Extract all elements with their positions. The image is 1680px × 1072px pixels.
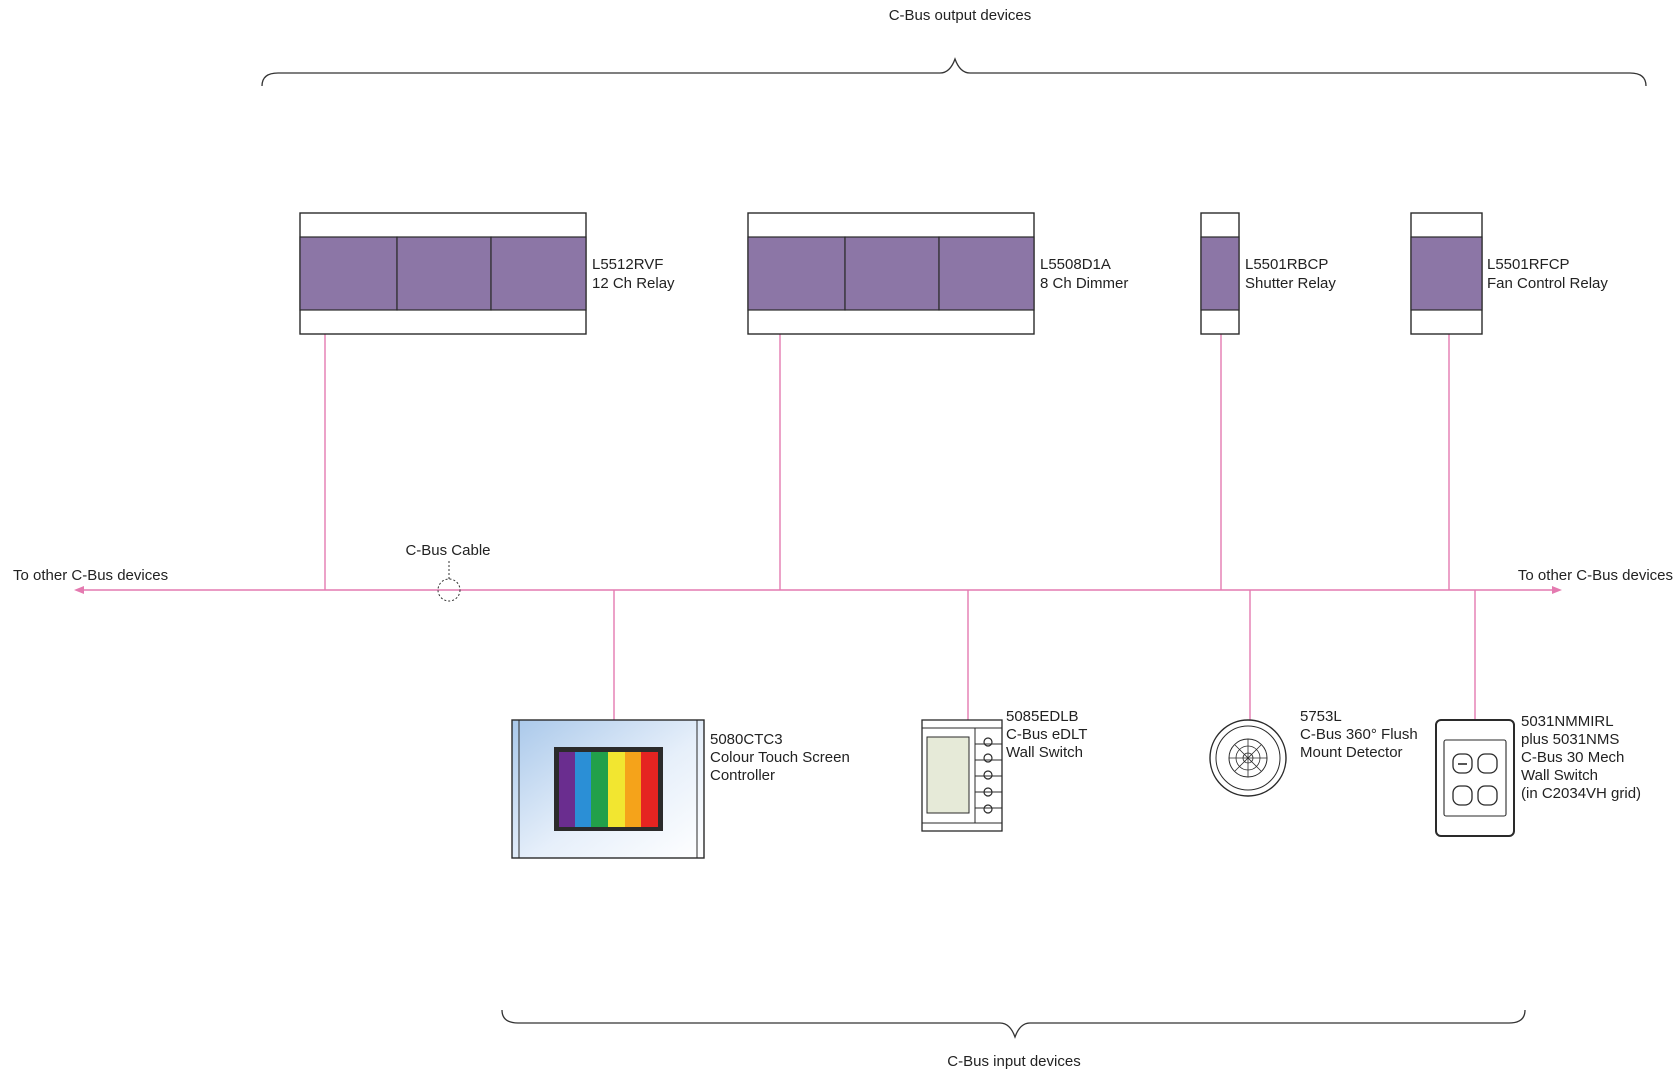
device-code: 5080CTC3 — [710, 731, 783, 748]
device-code: L5501RFCP — [1487, 256, 1570, 273]
device-code: 5085EDLB — [1006, 708, 1079, 725]
device-name: 8 Ch Dimmer — [1040, 275, 1128, 292]
svg-text:L5508D1A: L5508D1A — [1040, 256, 1111, 273]
relay-module — [938, 236, 1035, 311]
input-device-5753l: 5753L C-Bus 360° Flush Mount Detector — [1209, 708, 1418, 797]
cable-marker: C-Bus Cable — [405, 542, 491, 602]
device-code: L5512RVF — [592, 256, 663, 273]
svg-text:12 Ch Relay: 12 Ch Relay — [592, 275, 675, 292]
svg-text:Controller: Controller — [710, 767, 775, 784]
device-name: Shutter Relay — [1245, 275, 1336, 292]
relay-module — [1410, 236, 1483, 311]
svg-text:(in C2034VH grid): (in C2034VH grid) — [1521, 785, 1641, 802]
mech-wall-switch-icon — [1435, 719, 1515, 837]
left-arrow-icon — [74, 586, 84, 594]
output-device-l5501rbcp: L5501RBCP Shutter Relay — [1200, 212, 1336, 335]
relay-module — [490, 236, 587, 311]
device-code: 5031NMMIRL — [1521, 713, 1614, 730]
device-desc-line: (in C2034VH grid) — [1521, 785, 1641, 802]
svg-text:5085EDLB: 5085EDLB — [1006, 708, 1079, 725]
outputs-brace: C-Bus output devices — [261, 7, 1647, 87]
svg-text:Wall Switch: Wall Switch — [1521, 767, 1598, 784]
input-device-5031nmmirl: 5031NMMIRL plus 5031NMS C-Bus 30 Mech Wa… — [1435, 713, 1641, 837]
bus-left-label: To other C-Bus devices — [13, 567, 168, 584]
device-desc-line: C-Bus eDLT — [1006, 726, 1087, 743]
screen-bar — [608, 752, 625, 827]
svg-text:C-Bus 30 Mech: C-Bus 30 Mech — [1521, 749, 1624, 766]
inputs-brace: C-Bus input devices — [501, 1009, 1526, 1070]
relay-module — [747, 236, 846, 311]
input-device-5085edlb: 5085EDLB C-Bus eDLT Wall Switch — [921, 708, 1087, 832]
svg-text:plus 5031NMS: plus 5031NMS — [1521, 731, 1619, 748]
svg-text:C-Bus 360° Flush: C-Bus 360° Flush — [1300, 726, 1418, 743]
outputs-brace-label: C-Bus output devices — [889, 7, 1032, 24]
device-desc-line: C-Bus 360° Flush — [1300, 726, 1418, 743]
svg-text:Fan Control Relay: Fan Control Relay — [1487, 275, 1608, 292]
svg-text:Mount Detector: Mount Detector — [1300, 744, 1403, 761]
device-desc-line: Mount Detector — [1300, 744, 1403, 761]
output-device-l5501rfcp: L5501RFCP Fan Control Relay — [1410, 212, 1608, 335]
svg-text:L5512RVF: L5512RVF — [592, 256, 663, 273]
svg-text:5753L: 5753L — [1300, 708, 1342, 725]
screen-bar — [625, 752, 641, 827]
device-desc-line: Wall Switch — [1521, 767, 1598, 784]
edlt-switch-icon — [921, 719, 1003, 832]
svg-text:Colour Touch Screen: Colour Touch Screen — [710, 749, 850, 766]
input-device-5080ctc3: 5080CTC3 Colour Touch Screen Controller — [511, 719, 850, 859]
screen-bar — [559, 752, 575, 827]
svg-text:Wall Switch: Wall Switch — [1006, 744, 1083, 761]
bus-right-label: To other C-Bus devices — [1518, 567, 1673, 584]
device-desc-line: Wall Switch — [1006, 744, 1083, 761]
relay-module — [299, 236, 398, 311]
relay-module — [396, 236, 492, 311]
device-desc-line: Controller — [710, 767, 775, 784]
device-name: Fan Control Relay — [1487, 275, 1608, 292]
svg-text:C-Bus eDLT: C-Bus eDLT — [1006, 726, 1087, 743]
right-arrow-icon — [1552, 586, 1562, 594]
motion-detector-icon — [1209, 719, 1287, 797]
svg-text:5031NMMIRL: 5031NMMIRL — [1521, 713, 1614, 730]
output-device-l5512rvf: L5512RVF 12 Ch Relay — [299, 212, 675, 335]
relay-module — [1200, 236, 1240, 311]
cbus-bus — [74, 334, 1562, 720]
svg-text:L5501RFCP: L5501RFCP — [1487, 256, 1570, 273]
device-code: L5501RBCP — [1245, 256, 1328, 273]
device-desc-line: C-Bus 30 Mech — [1521, 749, 1624, 766]
inputs-brace-label: C-Bus input devices — [947, 1053, 1080, 1070]
device-desc-line: Colour Touch Screen — [710, 749, 850, 766]
relay-module — [844, 236, 940, 311]
device-name: 12 Ch Relay — [592, 275, 675, 292]
device-code: L5508D1A — [1040, 256, 1111, 273]
screen-bar — [641, 752, 658, 827]
svg-text:8 Ch Dimmer: 8 Ch Dimmer — [1040, 275, 1128, 292]
svg-text:5080CTC3: 5080CTC3 — [710, 731, 783, 748]
svg-text:Shutter Relay: Shutter Relay — [1245, 275, 1336, 292]
device-desc-line: plus 5031NMS — [1521, 731, 1619, 748]
output-device-l5508d1a: L5508D1A 8 Ch Dimmer — [747, 212, 1128, 335]
screen-bar — [591, 752, 608, 827]
screen-bar — [575, 752, 591, 827]
touch-screen-icon — [511, 719, 705, 859]
device-code: 5753L — [1300, 708, 1342, 725]
svg-text:L5501RBCP: L5501RBCP — [1245, 256, 1328, 273]
cable-label: C-Bus Cable — [405, 542, 490, 559]
